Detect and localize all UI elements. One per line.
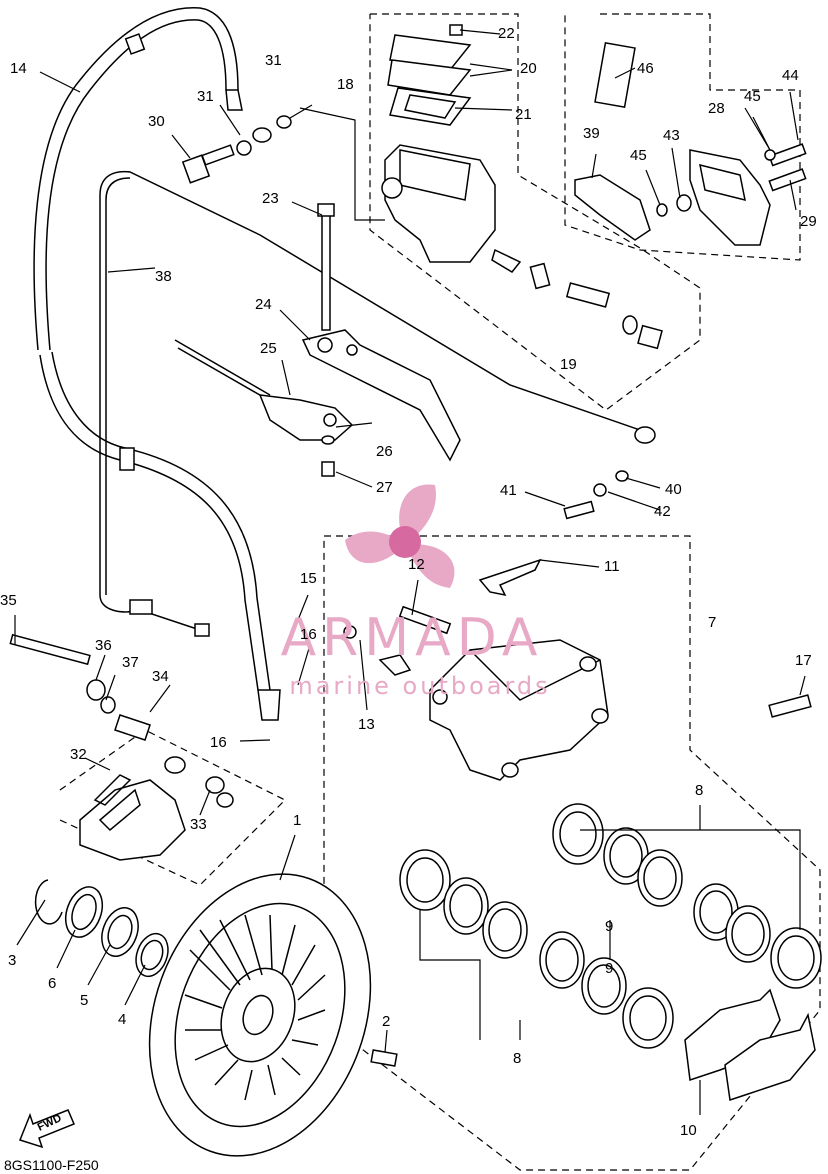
callout-number: 40 — [665, 481, 682, 498]
callout-number: 26 — [376, 443, 393, 460]
brake-disc — [148, 873, 372, 1157]
lever-bracket — [174, 339, 354, 477]
callout-number: 16 — [300, 626, 317, 643]
callout-number: 43 — [663, 127, 680, 144]
leader-lines — [14, 29, 806, 1115]
callout-number: 35 — [0, 592, 17, 609]
callout-number: 21 — [515, 106, 532, 123]
callout-number: 12 — [408, 556, 425, 573]
callout-number: 19 — [560, 356, 577, 373]
cable — [99, 170, 656, 637]
watermark-brand: ARMADA — [280, 608, 544, 668]
callout-number: 22 — [498, 25, 515, 42]
callout-number: 23 — [262, 190, 279, 207]
callout-number: 29 — [800, 213, 817, 230]
callout-number: 42 — [654, 503, 671, 520]
callout-number: 1 — [293, 812, 302, 829]
callout-number: 14 — [10, 60, 27, 77]
callout-number: 44 — [782, 67, 799, 84]
callout-number: 7 — [708, 614, 717, 631]
watermark-tagline: marine outboards — [289, 672, 551, 700]
callout-number: 41 — [500, 482, 517, 499]
callout-number: 31 — [265, 52, 282, 69]
callout-number: 8 — [695, 782, 704, 799]
callout-number: 37 — [122, 654, 139, 671]
callout-number: 20 — [520, 60, 537, 77]
brake-hose — [33, 7, 281, 721]
callout-number: 9 — [605, 960, 614, 977]
switch-assembly — [9, 633, 234, 861]
callout-number: 3 — [8, 952, 17, 969]
callout-number: 46 — [637, 60, 654, 77]
brake-pads — [684, 988, 816, 1101]
master-cylinder — [381, 24, 663, 350]
callout-number: 5 — [80, 992, 89, 1009]
callout-number: 13 — [358, 716, 375, 733]
callout-number: 34 — [152, 668, 169, 685]
callout-number: 27 — [376, 479, 393, 496]
throttle-bracket — [574, 41, 807, 246]
callout-number: 9 — [605, 918, 614, 935]
fwd-arrow-icon — [19, 1109, 75, 1149]
callout-number: 39 — [583, 125, 600, 142]
callout-number: 11 — [604, 558, 620, 575]
callout-number: 38 — [155, 268, 172, 285]
callout-number: 15 — [300, 570, 317, 587]
pistons — [399, 803, 822, 1049]
callout-number: 24 — [255, 296, 272, 313]
propeller-logo-icon — [345, 484, 455, 588]
callout-number: 45 — [744, 88, 761, 105]
callout-number: 33 — [190, 816, 207, 833]
callout-number: 30 — [148, 113, 165, 130]
callout-number: 2 — [382, 1013, 391, 1030]
callout-number: 6 — [48, 975, 57, 992]
callout-number: 25 — [260, 340, 277, 357]
callout-number: 16 — [210, 734, 227, 751]
callout-number: 36 — [95, 637, 112, 654]
callout-number: 32 — [70, 746, 87, 763]
diagram-code: 8GS1100-F250 — [4, 1157, 99, 1173]
callout-number: 45 — [630, 147, 647, 164]
callout-number: 8 — [513, 1050, 522, 1067]
brake-lever — [301, 203, 461, 462]
callout-number: 17 — [795, 652, 812, 669]
callout-number: 4 — [118, 1011, 127, 1028]
caliper — [343, 558, 812, 781]
callout-number: 10 — [680, 1122, 697, 1139]
callout-number: 18 — [337, 76, 354, 93]
callout-number: 28 — [708, 100, 725, 117]
callout-number: 31 — [197, 88, 214, 105]
hardware — [181, 115, 629, 520]
